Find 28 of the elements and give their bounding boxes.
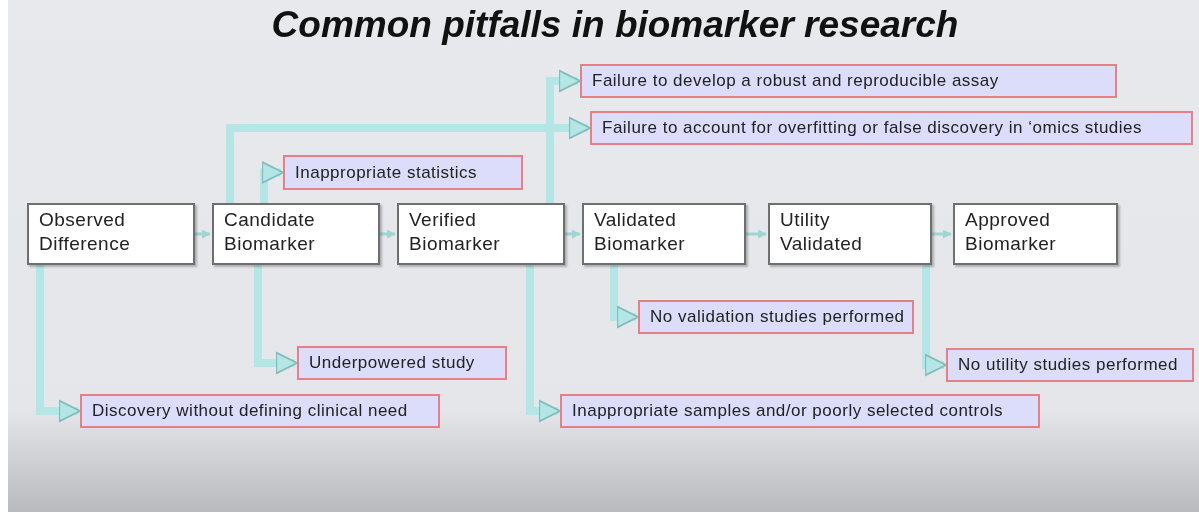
arrow <box>922 265 947 377</box>
arrow <box>36 265 81 423</box>
stage-box: Utility Validated <box>768 203 932 265</box>
pitfall-box: Failure to develop a robust and reproducible assay <box>580 64 1117 98</box>
arrow <box>546 69 581 203</box>
stage-box: Candidate Biomarker <box>212 203 380 265</box>
arrow <box>932 229 952 239</box>
pitfall-box: No utility studies performed <box>946 348 1194 382</box>
pitfall-box: Underpowered study <box>297 346 507 380</box>
arrow <box>226 116 591 203</box>
pitfall-box: Discovery without defining clinical need <box>80 394 440 428</box>
arrow <box>610 265 639 329</box>
arrow <box>526 265 561 423</box>
arrow <box>565 229 581 239</box>
arrow <box>254 265 298 375</box>
stage-box: Verified Biomarker <box>397 203 565 265</box>
pitfall-box: Inappropriate statistics <box>283 155 523 190</box>
stage-box: Observed Difference <box>27 203 195 265</box>
arrow <box>195 229 211 239</box>
stage-box: Approved Biomarker <box>953 203 1118 265</box>
arrow <box>380 229 396 239</box>
pitfall-box: Failure to account for overfitting or false discovery in ‘omics studies <box>590 111 1193 145</box>
pitfall-box: Inappropriate samples and/or poorly selected controls <box>560 394 1040 428</box>
arrow <box>260 161 284 203</box>
pitfall-box: No validation studies performed <box>638 300 914 334</box>
arrow <box>746 229 767 239</box>
slide-title: Common pitfalls in biomarker research <box>270 3 960 47</box>
stage-box: Validated Biomarker <box>582 203 746 265</box>
